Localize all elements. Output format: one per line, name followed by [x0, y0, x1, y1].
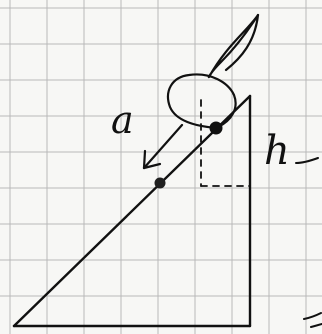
incline-hypotenuse — [12, 94, 252, 328]
loop-path — [166, 13, 260, 130]
acceleration-arrow — [142, 123, 184, 170]
acceleration-label: a — [111, 98, 134, 142]
loop-tail — [207, 13, 260, 79]
dashed-guides — [200, 99, 251, 187]
top-point — [209, 121, 223, 135]
loop-tail-extra — [224, 13, 260, 72]
incline-points — [154, 121, 223, 189]
loop-circle — [166, 73, 237, 130]
middle-point — [154, 177, 166, 189]
edge-scribbles — [295, 157, 322, 328]
incline-triangle — [12, 94, 252, 328]
height-label: h — [264, 128, 290, 174]
